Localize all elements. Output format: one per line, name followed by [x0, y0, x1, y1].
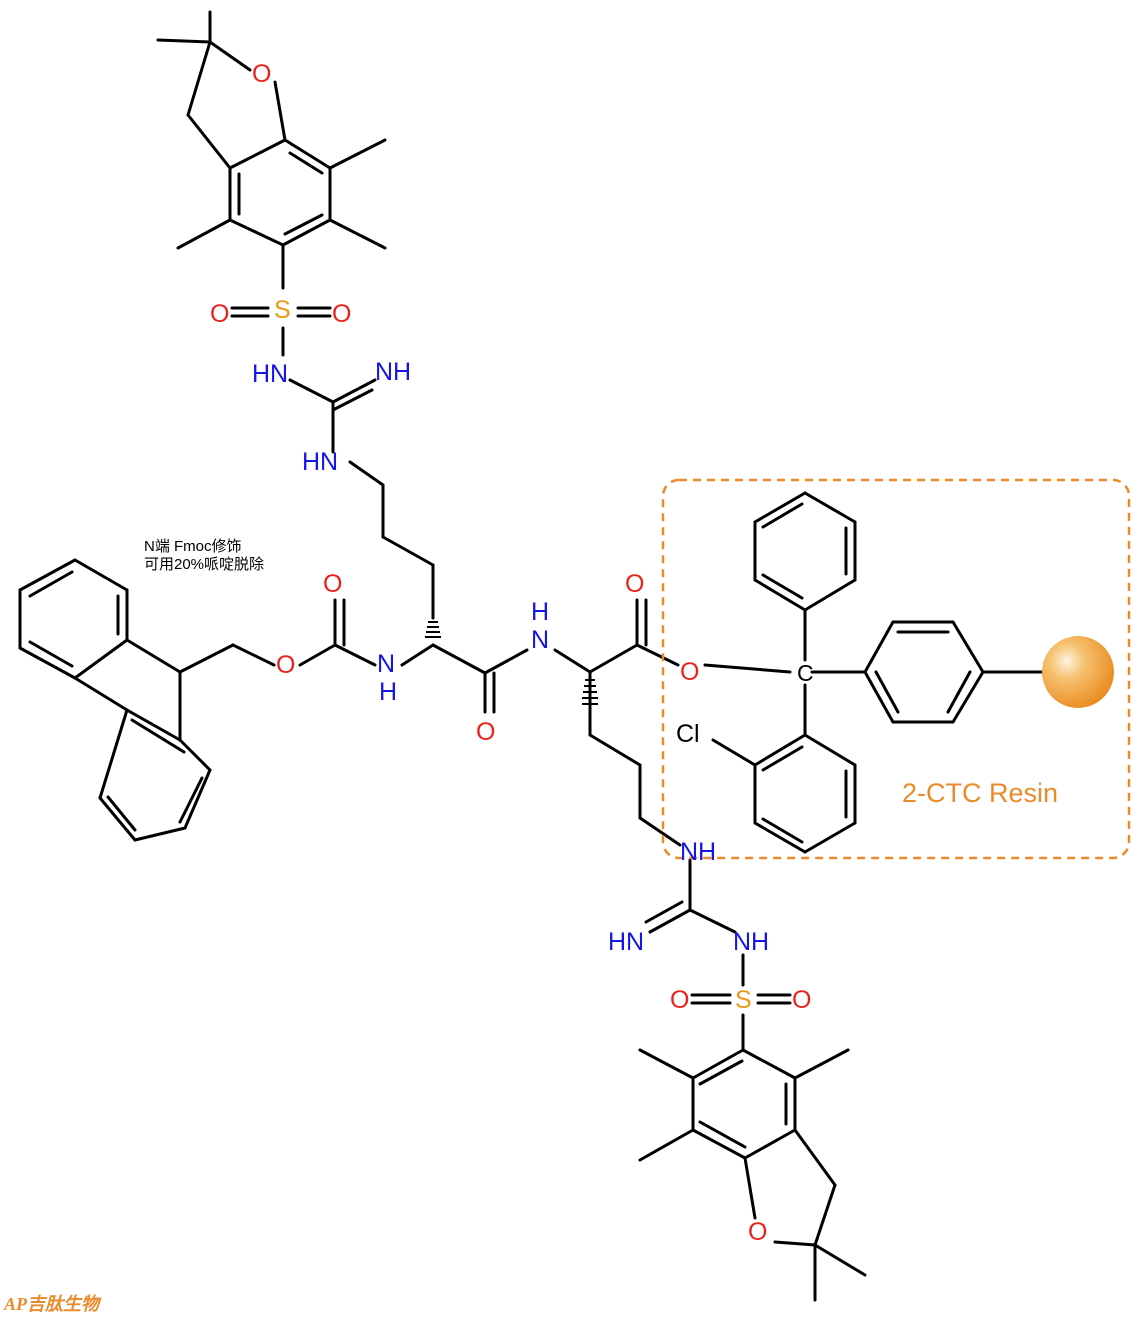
atom-o-ester-carbonyl: O [625, 570, 644, 598]
atom-o-carbamate-ester: O [276, 651, 295, 679]
stereo-bonds [425, 621, 598, 705]
resin-box [661, 478, 1131, 860]
atom-o-amide: O [476, 718, 495, 746]
atom-o-s-right-bottom: O [792, 986, 811, 1014]
atom-o-carbamate: O [323, 570, 342, 598]
watermark-logo: AP吉肽生物 [4, 1294, 100, 1314]
fmoc-note-line-2: 可用20%哌啶脱除 [144, 556, 265, 573]
atom-s-top: S [274, 296, 291, 324]
resin-label: 2-CTC Resin [902, 778, 1059, 808]
atom-s-bottom: S [735, 986, 752, 1014]
atom-h-carbamate: H [379, 678, 397, 706]
atom-cl: Cl [676, 720, 700, 748]
bond-lines [18, 10, 1045, 1302]
atom-o-furan-top: O [252, 60, 271, 88]
atom-o-furan-bottom: O [748, 1218, 767, 1246]
atom-nh-guanidine-bottom: NH [680, 838, 716, 866]
atom-nh-sulfonamide-bottom: NH [733, 928, 769, 956]
fmoc-note-line-1: N端 Fmoc修饰 [144, 538, 242, 555]
atom-nh-imine-top: NH [375, 358, 411, 386]
atom-hn-imine-bottom: HN [608, 928, 644, 956]
atom-labels: O S O O HN NH HN O O N H O H N O O C Cl … [210, 60, 814, 1246]
atom-o-s-left-top: O [210, 300, 229, 328]
atom-hn-guanidine-top: HN [302, 448, 338, 476]
atom-o-s-left-bottom: O [670, 986, 689, 1014]
resin-bead [1042, 636, 1114, 708]
atom-h-amide: H [531, 598, 549, 626]
atom-n-amide: N [531, 626, 549, 654]
atom-o-ester: O [680, 658, 699, 686]
atom-n-carbamate: N [377, 650, 395, 678]
atom-o-s-right-top: O [332, 300, 351, 328]
atom-hn-sulfonamide-top: HN [252, 360, 288, 388]
atom-c-trityl: C [797, 660, 814, 686]
fmoc-note: N端 Fmoc修饰 可用20%哌啶脱除 [144, 538, 264, 574]
